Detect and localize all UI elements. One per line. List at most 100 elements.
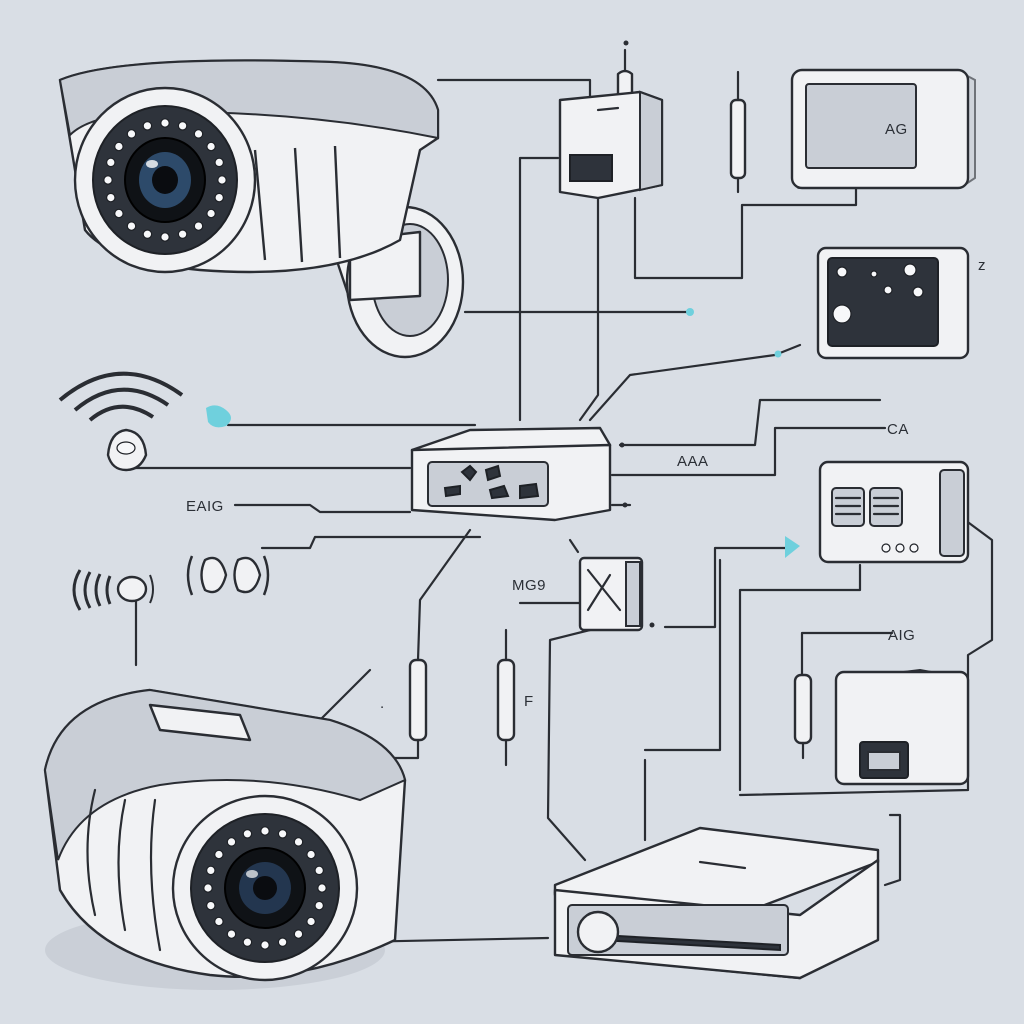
top-camera-ir-led bbox=[160, 232, 170, 242]
center-module bbox=[568, 538, 655, 632]
wifi-arc-1 bbox=[88, 404, 155, 422]
top-camera-ir-led bbox=[193, 221, 204, 231]
panel-knob-5 bbox=[912, 286, 924, 298]
wire-right-box-down bbox=[643, 558, 722, 752]
top-camera-ir-led bbox=[177, 121, 188, 131]
top-camera-ir-led bbox=[206, 141, 216, 152]
top-fuse-body bbox=[729, 98, 747, 180]
bottom-camera-ir-led bbox=[206, 865, 216, 876]
wire-junction-to-monitor bbox=[633, 186, 858, 280]
fuse-a: . bbox=[380, 658, 428, 742]
top-right-monitor: AG bbox=[790, 68, 976, 190]
fuse-c bbox=[793, 673, 813, 760]
router-port-2 bbox=[484, 464, 502, 482]
junction-box-side bbox=[639, 90, 663, 192]
top-camera-ir-led bbox=[214, 157, 224, 168]
module-dot bbox=[649, 622, 655, 628]
bottom-camera-ir-led bbox=[293, 837, 304, 847]
bottom-camera-ir-led bbox=[306, 849, 316, 860]
top-camera-ir-led bbox=[142, 121, 153, 131]
wire-junction-down bbox=[578, 196, 600, 422]
module-tick bbox=[568, 538, 580, 554]
top-bullet-camera bbox=[58, 59, 465, 359]
wifi-arc-2 bbox=[73, 387, 170, 412]
wire-router-to-fuse bbox=[416, 528, 472, 662]
motion-sensor-b bbox=[233, 556, 262, 594]
wifi-device-eye bbox=[116, 441, 136, 455]
wire-sensor-to-router bbox=[260, 535, 482, 550]
motion-arc-left bbox=[186, 555, 194, 596]
recorder-led-3 bbox=[909, 543, 919, 553]
bottom-camera-ir-led bbox=[242, 828, 253, 839]
panel-knob-6 bbox=[832, 304, 852, 324]
fuse-b-mark: F bbox=[524, 693, 534, 710]
recorder-led-2 bbox=[895, 543, 905, 553]
wire-router-to-right bbox=[610, 426, 887, 477]
signal-sensor-body bbox=[116, 575, 148, 603]
top-camera-ir-led bbox=[106, 192, 116, 203]
cyan-accents bbox=[124, 308, 800, 762]
bottom-camera-ir-led bbox=[242, 937, 253, 947]
bottom-camera-ir-led bbox=[203, 883, 213, 893]
junction-antenna-tip bbox=[623, 40, 629, 46]
bottom-camera-ir-led bbox=[306, 916, 316, 927]
bottom-camera-ir-led bbox=[314, 865, 324, 876]
bottom-camera-ir-led bbox=[317, 883, 327, 893]
wifi-arc-3 bbox=[58, 371, 184, 402]
panel-mark: z bbox=[978, 257, 986, 274]
router-port-5 bbox=[519, 482, 540, 500]
signal-arc-2 bbox=[83, 571, 92, 609]
bottom-camera-ir-led bbox=[277, 828, 288, 839]
cyan-dot-mount bbox=[686, 308, 694, 316]
fuse-a-mark: . bbox=[380, 695, 385, 712]
wire-router-to-dvr-upper bbox=[618, 398, 882, 447]
right-middle-label: AIG bbox=[888, 627, 915, 644]
bottom-camera-top-plate bbox=[148, 703, 252, 742]
wire-module-to-dvr bbox=[546, 628, 592, 862]
top-camera-ir-led bbox=[193, 129, 204, 139]
bottom-camera-ir-led bbox=[226, 929, 237, 939]
bottom-camera-hood bbox=[43, 688, 407, 861]
bottom-camera-ir-led bbox=[314, 900, 324, 911]
router-dot-1 bbox=[619, 442, 625, 448]
camera-lens-glint bbox=[146, 160, 158, 168]
dvr-knob bbox=[576, 910, 620, 954]
panel-knob-4 bbox=[883, 285, 893, 295]
right-far-label: CA bbox=[887, 421, 909, 438]
motion-sensor-pair bbox=[186, 555, 270, 596]
bottom-camera-ir-led bbox=[206, 900, 216, 911]
left-side-label: EAIG bbox=[186, 498, 224, 515]
router-side-label: AAA bbox=[677, 453, 709, 470]
panel-knob-1 bbox=[836, 266, 848, 278]
wire-diagonal bbox=[318, 668, 372, 722]
wire-aig bbox=[800, 631, 894, 677]
top-camera-ir-led bbox=[103, 175, 113, 185]
camera-ir-leds bbox=[103, 118, 227, 242]
bottom-camera-ir-led bbox=[214, 849, 224, 860]
wire-dvr-to-bottom-right bbox=[643, 758, 902, 887]
network-router bbox=[410, 426, 612, 522]
bottom-camera-lens-glint bbox=[246, 870, 258, 878]
wire-label-to-router bbox=[233, 503, 412, 514]
bottom-camera-ir-led bbox=[226, 837, 237, 847]
dvr-top-marker bbox=[698, 860, 747, 870]
signal-arc-right bbox=[149, 574, 154, 604]
bottom-camera-ir-led bbox=[260, 940, 270, 950]
camera-body-bands bbox=[253, 145, 342, 263]
router-dot-2 bbox=[622, 502, 628, 508]
cyan-dot-right bbox=[774, 350, 782, 358]
monitor-label: AG bbox=[885, 121, 908, 138]
monitor-screen bbox=[805, 83, 917, 169]
bottom-camera-lens-center bbox=[253, 876, 277, 900]
panel-device: z bbox=[816, 246, 986, 360]
bottom-bullet-camera bbox=[43, 688, 407, 990]
top-camera-ir-led bbox=[160, 118, 170, 128]
fuse-b-body bbox=[496, 658, 516, 742]
top-camera-ir-led bbox=[206, 208, 216, 219]
recorder-vent-lines bbox=[834, 496, 900, 516]
top-camera-ir-led bbox=[114, 208, 124, 219]
wire-junction-to-router bbox=[518, 156, 560, 422]
cyan-marker-left bbox=[206, 405, 231, 428]
router-port-1 bbox=[460, 464, 478, 482]
